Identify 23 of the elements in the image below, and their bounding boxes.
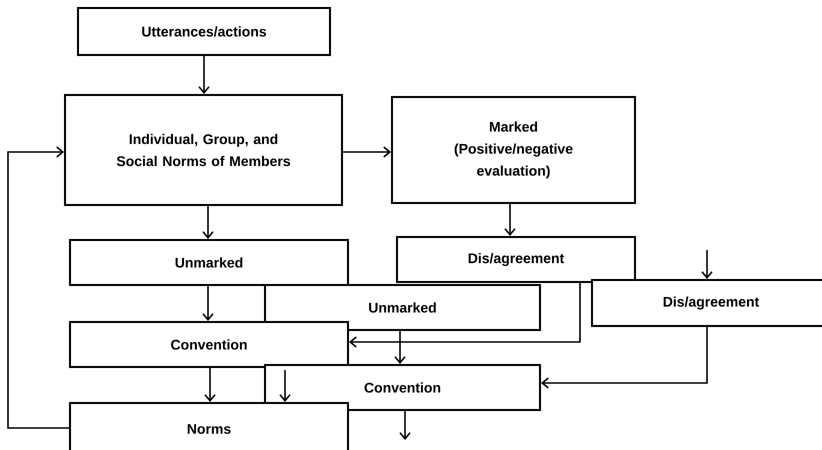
arrow — [541, 327, 708, 389]
process-box: Unmarked — [264, 284, 541, 331]
arrow — [202, 206, 214, 239]
process-box: Convention — [69, 321, 349, 368]
process-box: Utterances/actions — [77, 7, 331, 56]
process-box: Dis/agreement — [591, 279, 822, 327]
arrow — [204, 368, 216, 402]
arrow — [7, 146, 69, 429]
arrow — [399, 411, 411, 440]
process-box: Individual, Group, and Social Norms of Members — [64, 94, 343, 206]
arrow — [198, 56, 210, 94]
arrow — [202, 286, 214, 321]
process-box: Unmarked — [69, 239, 349, 286]
arrow — [394, 331, 406, 364]
arrow — [279, 370, 291, 402]
process-box: Dis/agreement — [396, 236, 636, 283]
arrow — [504, 204, 516, 236]
arrow — [349, 283, 581, 348]
arrow — [701, 250, 713, 279]
process-box: Marked (Positive/negative evaluation) — [391, 96, 636, 204]
process-box: Norms — [69, 402, 349, 450]
process-box: Convention — [264, 364, 541, 411]
arrow — [343, 146, 391, 158]
